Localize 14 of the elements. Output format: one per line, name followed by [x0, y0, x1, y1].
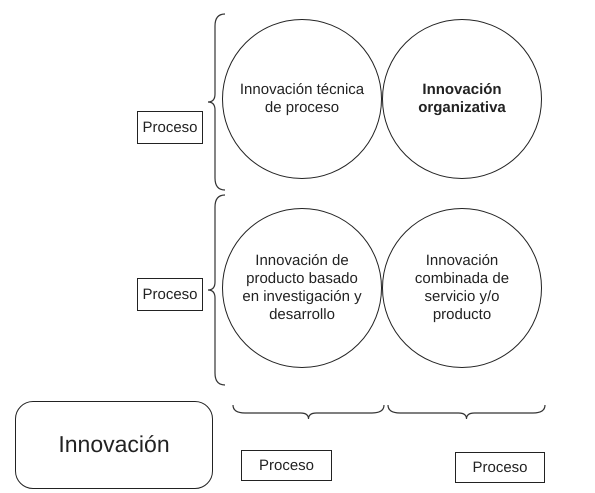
node-text: Proceso	[472, 458, 528, 476]
node-text: Innovación combinada de servicio y/o producto	[414, 252, 510, 324]
process-box	[137, 278, 203, 311]
process-box	[137, 111, 203, 144]
rounded-box	[15, 401, 213, 489]
process-box	[455, 452, 545, 483]
node-text: Innovación	[58, 431, 170, 459]
node-text: Proceso	[142, 286, 198, 304]
node-text: Innovación de producto basado en investigación y desarrollo	[241, 252, 363, 324]
node-text: Innovación técnica de proceso	[238, 81, 366, 117]
node-text: Proceso	[258, 456, 314, 474]
node-text: Proceso	[142, 118, 198, 136]
node-text: Innovación organizativa	[417, 81, 507, 117]
process-box	[241, 450, 332, 481]
